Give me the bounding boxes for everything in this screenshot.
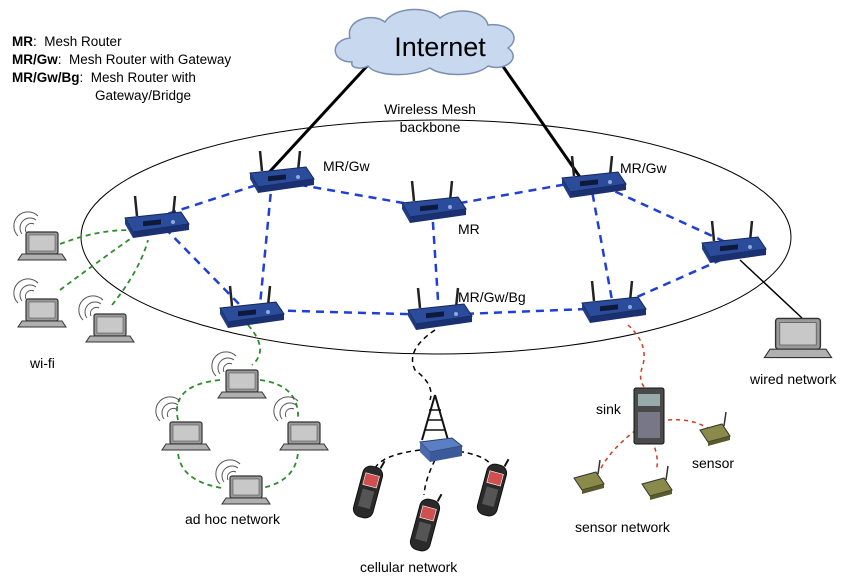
adhoc-link xyxy=(177,444,223,489)
sensor-network-label: sensor network xyxy=(575,519,671,535)
internet-link-right xyxy=(500,64,584,181)
wifi-link xyxy=(59,231,141,291)
sensor-link xyxy=(667,418,709,429)
legend-desc: Mesh Router xyxy=(44,34,122,49)
internet-link-left xyxy=(260,63,370,182)
router-icon xyxy=(400,179,468,225)
laptop-icon xyxy=(161,421,211,451)
adhoc-link xyxy=(259,379,299,421)
wifi-label: wi-fi xyxy=(29,355,55,371)
router-icon xyxy=(123,194,191,240)
internet-cloud: Internet xyxy=(334,8,515,76)
cellular-link xyxy=(423,459,436,496)
cell-phone-icon xyxy=(407,488,445,554)
legend-desc: Gateway/Bridge xyxy=(95,88,192,103)
legend-sep: : xyxy=(79,70,84,85)
legend-row-mr-gw: MR/Gw: Mesh Router with Gateway xyxy=(12,51,231,69)
sink-server-icon xyxy=(633,387,665,445)
mesh-link xyxy=(258,179,274,306)
internet-label: Internet xyxy=(394,32,486,62)
router-label-mr-gw-left: MR/Gw xyxy=(323,158,371,174)
wired-laptop-icon xyxy=(763,317,833,359)
legend-abbr: MR/Gw xyxy=(12,52,58,67)
cellular-label: cellular network xyxy=(360,559,458,575)
sink-label: sink xyxy=(596,401,622,417)
wifi-waves-icon xyxy=(273,396,299,422)
mesh-link xyxy=(430,207,440,301)
cell-tower-icon xyxy=(421,394,449,441)
router-icon xyxy=(580,279,648,325)
legend-row-mr: MR: Mesh Router xyxy=(12,33,231,51)
adhoc-link xyxy=(261,444,299,489)
legend-row-mr-gw-bg: MR/Gw/Bg: Mesh Router with xyxy=(12,69,231,87)
adhoc-label: ad hoc network xyxy=(185,511,281,527)
legend: MR: Mesh Router MR/Gw: Mesh Router with … xyxy=(12,33,231,105)
legend-sep: : xyxy=(57,52,62,67)
cell-phone-icon xyxy=(350,455,388,521)
mesh-link xyxy=(589,178,733,247)
laptop-icon xyxy=(17,231,67,261)
wired-network-label: wired network xyxy=(749,371,837,387)
backbone-label-line2: backbone xyxy=(400,119,461,135)
wired-link xyxy=(739,259,803,319)
laptop-icon xyxy=(279,421,329,451)
sensor-label: sensor xyxy=(692,455,734,471)
adhoc-link xyxy=(176,379,221,421)
sensor-icon xyxy=(699,411,731,447)
router-label-mr-gw-right: MR/Gw xyxy=(620,160,668,176)
laptop-icon xyxy=(17,298,67,328)
legend-desc: Mesh Router with Gateway xyxy=(69,52,232,67)
cellular-uplink xyxy=(411,329,436,401)
mesh-link xyxy=(259,308,439,317)
legend-desc: Mesh Router with xyxy=(90,70,196,85)
laptop-icon xyxy=(221,475,271,505)
cellular-links xyxy=(373,329,493,496)
router-label-mr: MR xyxy=(458,221,480,237)
legend-sep: : xyxy=(33,34,37,49)
mesh-link xyxy=(588,179,614,301)
sensor-icon xyxy=(573,459,605,495)
legend-abbr: MR xyxy=(12,34,33,49)
sensor-uplink xyxy=(627,324,646,389)
router-label-mr-gw-bg: MR/Gw/Bg xyxy=(458,289,526,305)
sensor-icon xyxy=(641,465,673,501)
legend-row-mr-gw-bg-cont: Gateway/Bridge xyxy=(12,87,231,105)
backbone-label-line1: Wireless Mesh xyxy=(384,101,476,117)
base-station-icon xyxy=(418,437,464,462)
sensor-link xyxy=(599,429,637,471)
legend-abbr: MR/Gw/Bg xyxy=(12,70,80,85)
laptop-icon xyxy=(85,313,135,343)
cell-phone-icon xyxy=(474,453,512,519)
wifi-link xyxy=(111,239,149,306)
adhoc-uplink xyxy=(247,324,261,366)
laptop-icon xyxy=(217,369,267,399)
router-icon xyxy=(700,219,768,265)
router-icon xyxy=(218,284,286,330)
